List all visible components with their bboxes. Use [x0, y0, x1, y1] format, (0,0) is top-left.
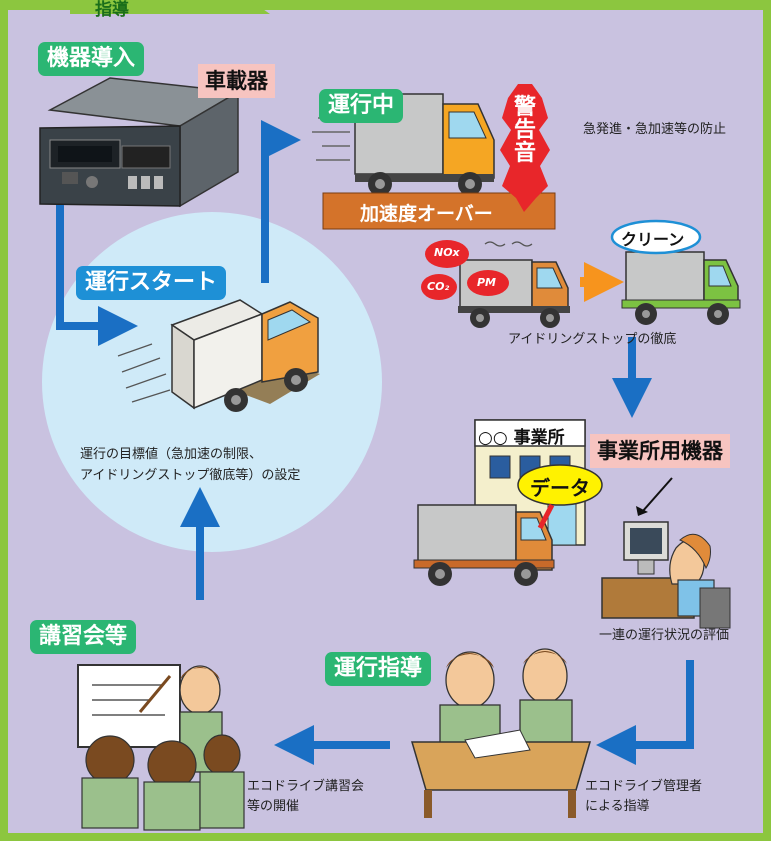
co2-icon — [421, 274, 457, 300]
step-guidance-tag: 運行指導 — [325, 652, 432, 686]
arrow-evaluation-to-guidance — [596, 660, 694, 765]
nox-icon — [425, 240, 469, 268]
pm-label: PM — [477, 276, 497, 289]
office-truck-icon — [413, 504, 555, 586]
step-driving-tag: 運行中 — [319, 89, 404, 123]
step-start-tag: 運行スタート — [76, 266, 227, 300]
acceleration-over-text: 加速度オーバー — [360, 203, 493, 225]
target-note-line2: アイドリングストップ徹底等）の設定 — [80, 468, 301, 483]
seminar-icon — [77, 664, 245, 831]
warning-burst-icon — [500, 84, 550, 212]
top-tab-shape — [70, 0, 270, 14]
evaluation-note: 一連の運行状況の評価 — [599, 628, 730, 643]
start-truck-icon — [117, 299, 320, 412]
clean-label: クリーン — [621, 230, 685, 249]
office-worker-icon — [601, 477, 731, 629]
clean-truck-icon — [621, 251, 741, 325]
pm-icon — [467, 270, 509, 296]
manager-note-line1: エコドライブ管理者 — [585, 779, 703, 794]
step-seminar-tag: 講習会等 — [30, 620, 137, 654]
top-tab-label: 指導 — [95, 0, 129, 20]
office-device-label: 事業所用機器 — [590, 434, 730, 468]
clean-bubble — [610, 219, 702, 255]
idling-note: アイドリングストップの徹底 — [508, 332, 677, 347]
arrow-install-to-start — [56, 205, 138, 346]
prevent-note: 急発進・急加速等の防止 — [583, 122, 727, 137]
vehicle-device-label: 車載器 — [198, 64, 275, 98]
co2-label: CO₂ — [427, 280, 450, 293]
data-arrow-icon — [537, 503, 555, 530]
arrow-start-to-driving — [261, 120, 301, 283]
data-label: データ — [530, 476, 590, 500]
flow-arrows — [56, 120, 694, 765]
guidance-meeting-icon — [411, 648, 591, 818]
data-bubble — [517, 464, 603, 506]
idling-truck-icon — [458, 241, 570, 328]
step-install-tag: 機器導入 — [38, 42, 145, 76]
seminar-note-line1: エコドライブ講習会 — [247, 779, 365, 794]
nox-label: NOx — [434, 246, 460, 259]
target-note-line1: 運行の目標値（急加速の制限、 — [80, 447, 263, 462]
office-sign-label: ○○ 事業所 — [478, 428, 565, 448]
warning-sound-text: 警告音 — [513, 95, 536, 166]
manager-note-line2: による指導 — [585, 799, 650, 814]
acceleration-over-bar — [322, 192, 556, 230]
seminar-note-line2: 等の開催 — [247, 799, 300, 814]
vehicle-device-icon — [39, 77, 241, 208]
